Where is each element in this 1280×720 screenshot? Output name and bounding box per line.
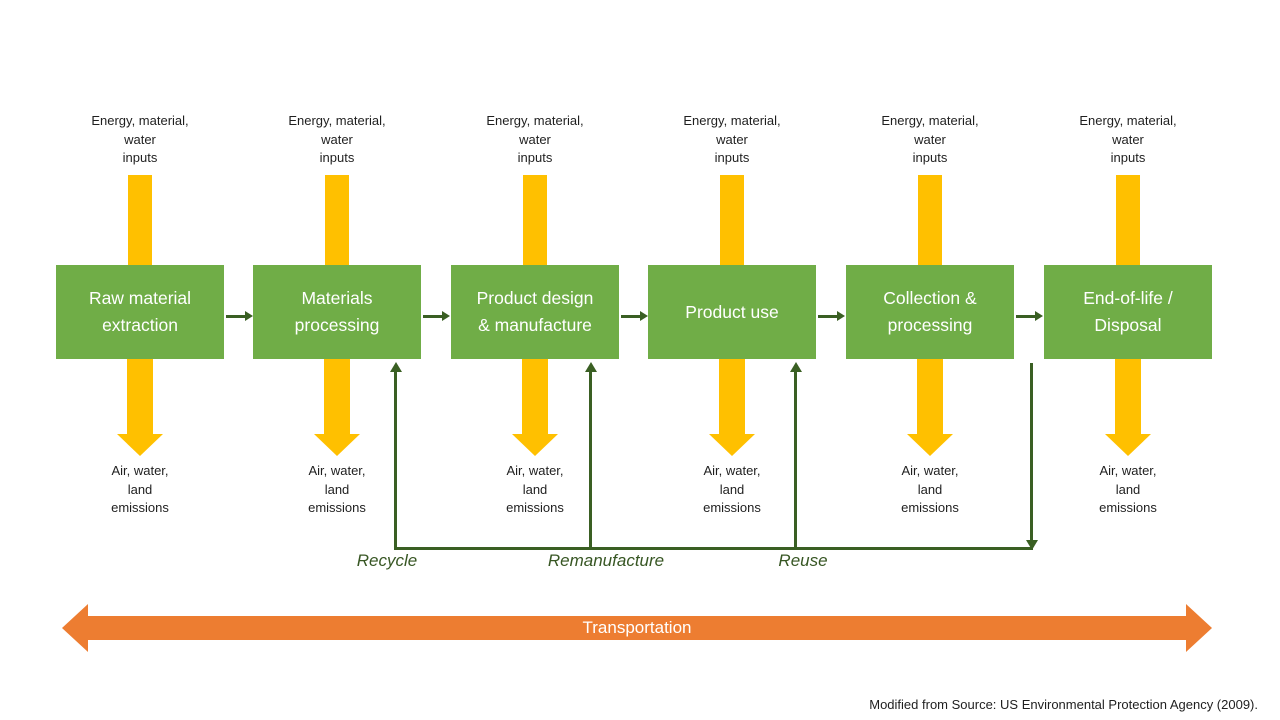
recycle-up-arrow <box>389 362 402 549</box>
connector-arrowhead <box>640 311 648 321</box>
recycle-label: Recycle <box>356 551 418 570</box>
connector-line <box>621 315 640 318</box>
emissions-label: Air, water, land emissions <box>308 463 366 515</box>
emissions-label: Air, water, land emissions <box>901 463 959 515</box>
feedback-loop-line <box>394 547 1033 550</box>
output-arrow <box>1115 359 1141 434</box>
stage-box-materials-processing: Materials processing <box>253 265 421 359</box>
output-arrow <box>522 359 548 434</box>
arrow-line <box>394 372 397 549</box>
emissions-label: Air, water, land emissions <box>1099 463 1157 515</box>
remanufacture-label: Remanufacture <box>547 551 665 570</box>
stage-column-product-use: Energy, material, water inputs Product u… <box>648 112 816 518</box>
up-arrowhead <box>584 362 597 372</box>
stage-box-product-use: Product use <box>648 265 816 359</box>
arrow-line <box>589 372 592 549</box>
connector-line <box>423 315 442 318</box>
stage-connector-arrow <box>818 311 845 322</box>
connector-arrowhead <box>1035 311 1043 321</box>
stage-connector-arrow <box>621 311 648 322</box>
emissions-label: Air, water, land emissions <box>111 463 169 515</box>
output-arrowhead <box>1105 434 1151 456</box>
input-label: Energy, material, water inputs <box>486 113 584 165</box>
up-arrowhead <box>789 362 802 372</box>
output-arrowhead <box>709 434 755 456</box>
emissions-label: Air, water, land emissions <box>703 463 761 515</box>
stage-connector-arrow <box>1016 311 1043 322</box>
input-arrow <box>720 175 744 265</box>
input-label: Energy, material, water inputs <box>91 113 189 165</box>
connector-arrowhead <box>442 311 450 321</box>
transportation-label: Transportation <box>582 618 692 637</box>
connector-line <box>818 315 837 318</box>
output-arrow <box>719 359 745 434</box>
reuse-up-arrow <box>789 362 802 549</box>
stage-column-raw-material-extraction: Energy, material, water inputs Raw mater… <box>56 112 224 518</box>
up-arrowhead <box>389 362 402 372</box>
stage-column-materials-processing: Energy, material, water inputs Materials… <box>253 112 421 518</box>
stage-box-raw-material-extraction: Raw material extraction <box>56 265 224 359</box>
input-arrow <box>128 175 152 265</box>
transportation-arrow: Transportation <box>62 602 1212 654</box>
source-note: Modified from Source: US Environmental P… <box>869 697 1258 712</box>
connector-line <box>226 315 245 318</box>
input-label: Energy, material, water inputs <box>1079 113 1177 165</box>
output-arrow <box>324 359 350 434</box>
stage-column-collection-processing: Energy, material, water inputs Collectio… <box>846 112 1014 518</box>
reuse-label: Reuse <box>778 551 828 570</box>
input-arrow <box>1116 175 1140 265</box>
emissions-label: Air, water, land emissions <box>506 463 564 515</box>
connector-line <box>1016 315 1035 318</box>
connector-arrowhead <box>837 311 845 321</box>
output-arrowhead <box>907 434 953 456</box>
input-label: Energy, material, water inputs <box>881 113 979 165</box>
remanufacture-up-arrow <box>584 362 597 549</box>
stage-box-end-of-life-disposal: End-of-life / Disposal <box>1044 265 1212 359</box>
transportation-arrow-body <box>88 616 1186 640</box>
output-arrowhead <box>117 434 163 456</box>
output-arrow <box>917 359 943 434</box>
arrow-line <box>1030 363 1033 540</box>
stage-column-product-design-manufacture: Energy, material, water inputs Product d… <box>451 112 619 518</box>
stage-box-product-design-manufacture: Product design & manufacture <box>451 265 619 359</box>
input-label: Energy, material, water inputs <box>683 113 781 165</box>
stage-connector-arrow <box>423 311 450 322</box>
collection-return-down-arrow <box>1025 363 1038 550</box>
arrow-line <box>794 372 797 549</box>
left-arrowhead <box>62 604 88 652</box>
output-arrowhead <box>314 434 360 456</box>
stage-column-end-of-life-disposal: Energy, material, water inputs End-of-li… <box>1044 112 1212 518</box>
stage-box-collection-processing: Collection & processing <box>846 265 1014 359</box>
input-arrow <box>918 175 942 265</box>
output-arrow <box>127 359 153 434</box>
right-arrowhead <box>1186 604 1212 652</box>
connector-arrowhead <box>245 311 253 321</box>
output-arrowhead <box>512 434 558 456</box>
input-label: Energy, material, water inputs <box>288 113 386 165</box>
stage-connector-arrow <box>226 311 253 322</box>
input-arrow <box>325 175 349 265</box>
input-arrow <box>523 175 547 265</box>
down-arrowhead <box>1025 540 1038 550</box>
